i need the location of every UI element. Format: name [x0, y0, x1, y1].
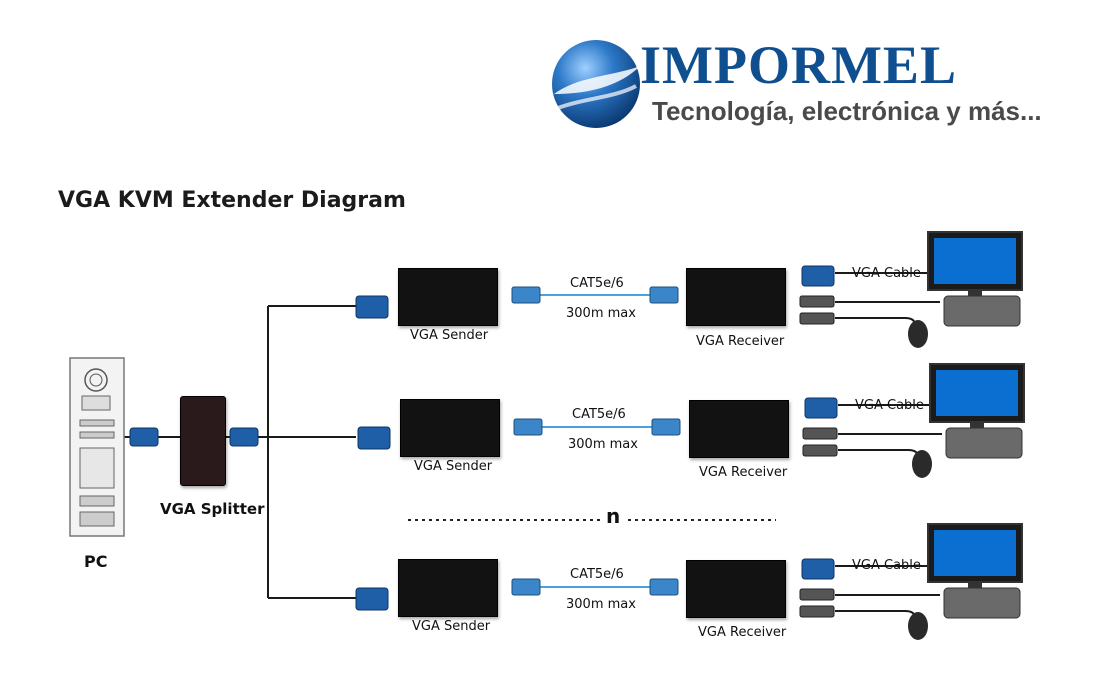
vga-cable-label-2: VGA Cable [855, 398, 924, 413]
mouse-icon [908, 320, 928, 348]
diagram-title: VGA KVM Extender Diagram [58, 188, 406, 213]
vga-receiver-box-2 [689, 400, 789, 458]
vga-sender-box-3 [398, 559, 498, 617]
pc-tower-icon [69, 357, 125, 537]
keyboard-icon [945, 427, 1023, 459]
vga-connector-pc [129, 427, 159, 447]
splitter-label: VGA Splitter [160, 500, 265, 518]
vga-connector-sender-2 [357, 426, 391, 450]
cable-label-2: CAT5e/6 [572, 407, 626, 422]
vga-sender-box-1 [398, 268, 498, 326]
cable-label-3: CAT5e/6 [570, 567, 624, 582]
distance-label-1: 300m max [566, 306, 636, 321]
workstation-2 [912, 363, 1025, 478]
workstation-1 [908, 231, 1023, 348]
sender-label-1: VGA Sender [410, 328, 489, 343]
usb-plug-2a [802, 427, 838, 440]
rj45-connector-receiver-1 [649, 286, 679, 304]
vga-receiver-box-1 [686, 268, 786, 326]
mouse-icon [908, 612, 928, 640]
workstation-3 [908, 523, 1023, 640]
sender-label-3: VGA Sender [412, 619, 491, 634]
rj45-connector-sender-2 [513, 418, 543, 436]
vga-connector-receiver-3 [801, 558, 835, 580]
distance-label-3: 300m max [566, 597, 636, 612]
row-1-wiring [540, 272, 940, 326]
distance-label-2: 300m max [568, 437, 638, 452]
vga-sender-box-2 [400, 399, 500, 457]
logo-brand: IMPORMEL [640, 35, 957, 95]
rj45-connector-receiver-2 [651, 418, 681, 436]
vga-connector-sender-1 [355, 295, 389, 319]
vga-splitter-box [180, 396, 226, 486]
vga-receiver-box-3 [686, 560, 786, 618]
usb-plug-1b [799, 312, 835, 325]
vga-connector-sender-3 [355, 587, 389, 611]
vga-cable-label-3: VGA Cable [852, 558, 921, 573]
vga-cable-label-1: VGA Cable [852, 266, 921, 281]
cable-label-1: CAT5e/6 [570, 276, 624, 291]
vga-connector-splitter-out [229, 427, 259, 447]
usb-plug-3a [799, 588, 835, 601]
rj45-connector-receiver-3 [649, 578, 679, 596]
sender-label-2: VGA Sender [414, 459, 493, 474]
receiver-label-1: VGA Receiver [696, 334, 785, 349]
logo-tagline: Tecnología, electrónica y más... [652, 96, 1042, 126]
pc-label: PC [84, 552, 108, 571]
usb-plug-1a [799, 295, 835, 308]
ellipsis-n-label: n [606, 504, 621, 528]
globe-swoosh-icon [552, 40, 640, 128]
logo [548, 36, 644, 132]
mouse-icon [912, 450, 932, 478]
keyboard-icon [943, 295, 1021, 327]
receiver-label-3: VGA Receiver [698, 625, 787, 640]
rj45-connector-sender-3 [511, 578, 541, 596]
receiver-label-2: VGA Receiver [699, 465, 788, 480]
usb-plug-3b [799, 605, 835, 618]
vga-connector-receiver-2 [804, 397, 838, 419]
usb-plug-2b [802, 444, 838, 457]
vga-connector-receiver-1 [801, 265, 835, 287]
rj45-connector-sender-1 [511, 286, 541, 304]
keyboard-icon [943, 587, 1021, 619]
